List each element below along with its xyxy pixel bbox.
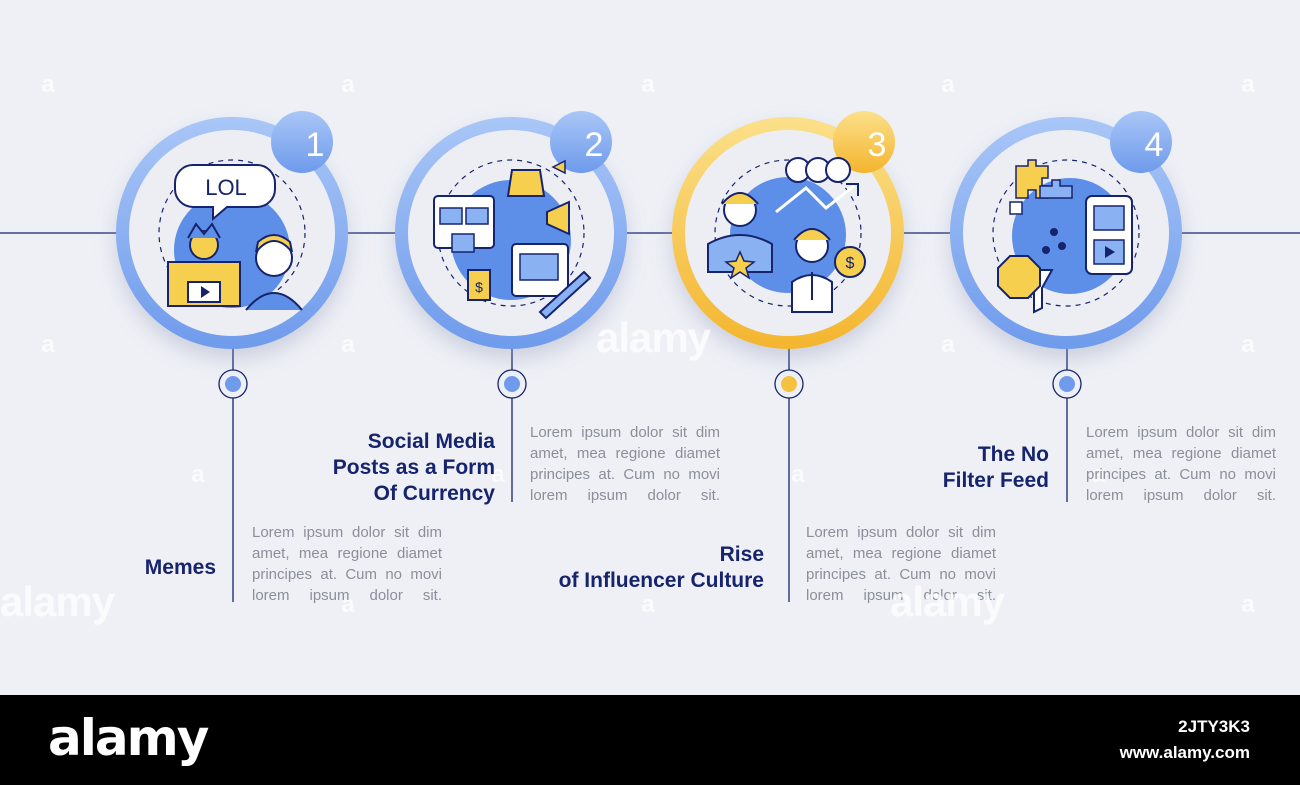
social-post-currency-icon: $ bbox=[433, 159, 592, 320]
step-4-description: Lorem ipsum dolor sit dim amet, mea regi… bbox=[1086, 424, 1276, 504]
step-2-circle: 2 $ bbox=[395, 111, 627, 349]
svg-text:a: a bbox=[641, 71, 655, 98]
svg-text:a: a bbox=[341, 331, 355, 358]
step-1-number: 1 bbox=[306, 126, 325, 164]
price-tag-text: $ bbox=[475, 279, 483, 295]
step-4-number: 4 bbox=[1145, 126, 1164, 164]
svg-text:a: a bbox=[341, 71, 355, 98]
step-1-description: Lorem ipsum dolor sit dim amet, mea regi… bbox=[252, 524, 442, 604]
svg-text:a: a bbox=[941, 71, 955, 98]
svg-text:a: a bbox=[491, 461, 505, 488]
coin-text: $ bbox=[846, 255, 855, 272]
svg-text:a: a bbox=[941, 331, 955, 358]
watermark-text: alamy bbox=[890, 578, 1005, 625]
timeline-art: 1 LOL 2 bbox=[0, 71, 1300, 618]
step-3-number: 3 bbox=[868, 126, 887, 164]
infographic: 1 LOL 2 bbox=[0, 71, 1300, 625]
svg-text:a: a bbox=[341, 591, 355, 618]
footer-bar: alamy 2JTY3K3 www.alamy.com bbox=[0, 695, 1300, 785]
step-4-connector bbox=[1052, 345, 1082, 502]
svg-text:a: a bbox=[1091, 461, 1105, 488]
footer-url: www.alamy.com bbox=[1119, 743, 1250, 762]
step-2-title: Social Media Posts as a Form Of Currency bbox=[332, 430, 495, 505]
step-4-circle: 4 bbox=[950, 111, 1182, 349]
step-3-circle: 3 $ bbox=[672, 111, 904, 349]
step-2-description: Lorem ipsum dolor sit dim amet, mea regi… bbox=[530, 424, 720, 504]
svg-text:a: a bbox=[41, 331, 55, 358]
step-2-connector bbox=[497, 345, 527, 502]
svg-text:a: a bbox=[1241, 591, 1255, 618]
step-3-title: Rise of Influencer Culture bbox=[558, 543, 764, 592]
step-4-title: The No Filter Feed bbox=[942, 443, 1049, 492]
no-filter-feed-icon bbox=[997, 159, 1133, 314]
watermark-text: alamy bbox=[0, 578, 115, 625]
footer-image-id: 2JTY3K3 bbox=[1178, 717, 1250, 736]
svg-text:a: a bbox=[41, 71, 55, 98]
lol-text: LOL bbox=[205, 175, 247, 200]
svg-text:a: a bbox=[641, 591, 655, 618]
step-1-title: Memes bbox=[144, 556, 216, 579]
svg-text:a: a bbox=[1241, 71, 1255, 98]
step-1-circle: 1 LOL bbox=[116, 111, 348, 349]
step-3-description: Lorem ipsum dolor sit dim amet, mea regi… bbox=[806, 524, 996, 604]
influencer-growth-icon: $ bbox=[707, 157, 866, 313]
step-1-connector bbox=[218, 345, 248, 602]
svg-text:a: a bbox=[791, 461, 805, 488]
step-2-number: 2 bbox=[585, 126, 604, 164]
step-3-connector bbox=[774, 345, 804, 602]
watermark-text: alamy bbox=[596, 314, 711, 361]
svg-text:a: a bbox=[191, 461, 205, 488]
watermark-glyphs: a a a a a a a a a a a a a a a a bbox=[41, 71, 1255, 618]
svg-text:a: a bbox=[1241, 331, 1255, 358]
footer-logo: alamy bbox=[48, 709, 209, 767]
jester-lol-icon: LOL bbox=[167, 164, 303, 311]
